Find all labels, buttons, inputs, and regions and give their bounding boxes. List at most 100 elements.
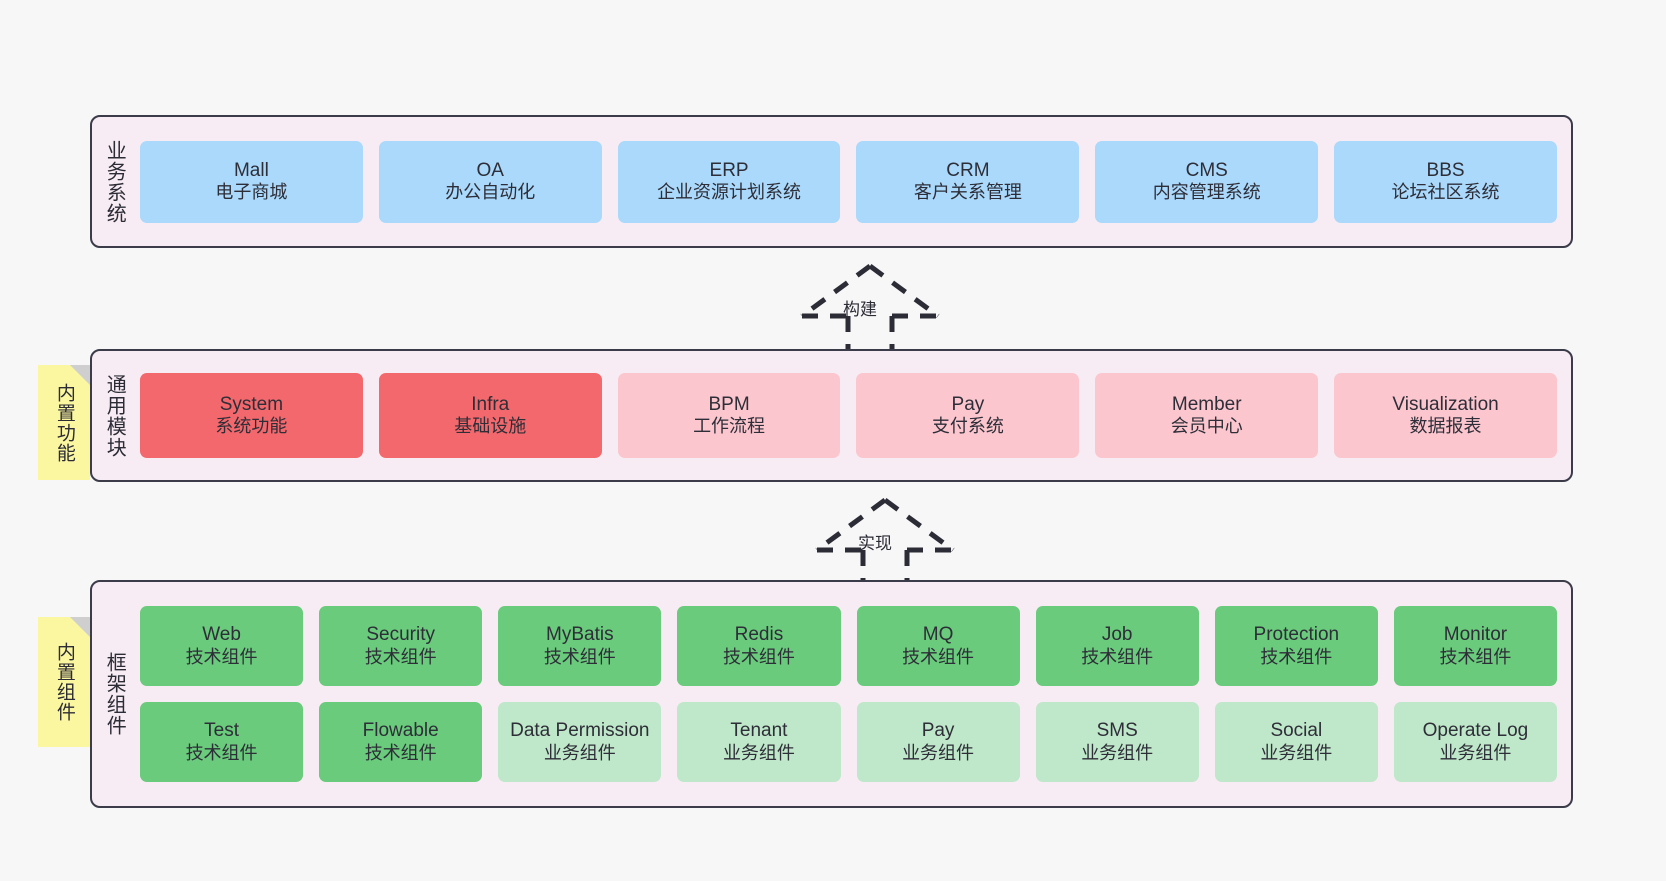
card-title: System — [219, 393, 284, 415]
card-title: Monitor — [1443, 624, 1508, 646]
card-subtitle: 业务组件 — [543, 742, 616, 763]
card-subtitle: 内容管理系统 — [1152, 182, 1261, 203]
card-system[interactable]: System 系统功能 — [140, 373, 363, 458]
card-mq[interactable]: MQ 技术组件 — [856, 606, 1020, 686]
layer-common-module: 通用模块 System 系统功能 Infra 基础设施 BPM 工作流程 Pay… — [90, 349, 1573, 482]
card-subtitle: 业务组件 — [1260, 742, 1333, 763]
card-subtitle: 技术组件 — [543, 646, 616, 667]
card-title: BPM — [708, 393, 750, 415]
card-subtitle: 技术组件 — [902, 646, 975, 667]
card-subtitle: 技术组件 — [364, 742, 437, 763]
card-title: Redis — [734, 624, 784, 646]
card-job[interactable]: Job 技术组件 — [1035, 606, 1199, 686]
card-test[interactable]: Test 技术组件 — [140, 702, 304, 782]
layer-title-framework-component: 框架组件 — [103, 652, 126, 736]
card-subtitle: 办公自动化 — [445, 182, 536, 203]
framework-row-business: Test 技术组件 Flowable 技术组件 Data Permission … — [140, 702, 1557, 782]
card-title: Web — [202, 624, 241, 646]
card-member[interactable]: Member 会员中心 — [1095, 373, 1319, 458]
card-title: MyBatis — [546, 624, 614, 646]
card-subtitle: 企业资源计划系统 — [657, 182, 802, 203]
card-subtitle: 业务组件 — [1439, 742, 1512, 763]
card-title: Data Permission — [510, 720, 650, 742]
card-tenant[interactable]: Tenant 业务组件 — [677, 702, 841, 782]
connector-implement-label: 实现 — [858, 534, 892, 553]
card-bbs[interactable]: BBS 论坛社区系统 — [1334, 140, 1557, 223]
card-data-permission[interactable]: Data Permission 业务组件 — [498, 702, 662, 782]
card-title: Flowable — [362, 720, 439, 742]
card-title: Tenant — [730, 720, 788, 742]
card-subtitle: 技术组件 — [185, 742, 258, 763]
layer-framework-component: 框架组件 Web 技术组件 Security 技术组件 MyBatis 技术组件… — [90, 580, 1573, 808]
card-title: Member — [1171, 393, 1242, 415]
card-subtitle: 客户关系管理 — [913, 182, 1022, 203]
card-mall[interactable]: Mall 电子商城 — [140, 140, 363, 223]
connector-build-label: 构建 — [843, 300, 877, 319]
card-subtitle: 系统功能 — [215, 416, 288, 437]
card-protection[interactable]: Protection 技术组件 — [1214, 606, 1378, 686]
card-oa[interactable]: OA 办公自动化 — [378, 140, 602, 223]
card-subtitle: 会员中心 — [1170, 416, 1243, 437]
card-title: Visualization — [1392, 393, 1499, 415]
card-subtitle: 支付系统 — [931, 416, 1004, 437]
card-infra[interactable]: Infra 基础设施 — [378, 373, 602, 458]
card-title: Pay — [921, 720, 955, 742]
layer-body-business-system: Mall 电子商城 OA 办公自动化 ERP 企业资源计划系统 CRM 客户关系… — [136, 117, 1571, 246]
card-mybatis[interactable]: MyBatis 技术组件 — [498, 606, 662, 686]
card-pay-component[interactable]: Pay 业务组件 — [856, 702, 1020, 782]
card-operate-log[interactable]: Operate Log 业务组件 — [1393, 702, 1557, 782]
card-subtitle: 论坛社区系统 — [1391, 182, 1500, 203]
layer-body-framework-component: Web 技术组件 Security 技术组件 MyBatis 技术组件 Redi… — [136, 582, 1571, 806]
card-subtitle: 基础设施 — [454, 416, 527, 437]
card-visualization[interactable]: Visualization 数据报表 — [1334, 373, 1557, 458]
card-subtitle: 业务组件 — [1081, 742, 1154, 763]
card-redis[interactable]: Redis 技术组件 — [677, 606, 841, 686]
card-crm[interactable]: CRM 客户关系管理 — [856, 140, 1080, 223]
card-pay-module[interactable]: Pay 支付系统 — [856, 373, 1080, 458]
card-subtitle: 技术组件 — [1081, 646, 1154, 667]
card-title: Operate Log — [1422, 720, 1529, 742]
layer-title-business-system: 业务系统 — [103, 139, 126, 224]
card-cms[interactable]: CMS 内容管理系统 — [1095, 140, 1319, 223]
framework-row-tech: Web 技术组件 Security 技术组件 MyBatis 技术组件 Redi… — [140, 606, 1557, 686]
card-title: OA — [476, 159, 504, 181]
card-title: MQ — [922, 624, 954, 646]
card-subtitle: 业务组件 — [722, 742, 795, 763]
card-monitor[interactable]: Monitor 技术组件 — [1393, 606, 1557, 686]
card-sms[interactable]: SMS 业务组件 — [1035, 702, 1199, 782]
card-title: CRM — [946, 159, 990, 181]
card-title: Infra — [471, 393, 510, 415]
note-text: 内置组件 — [53, 642, 75, 722]
card-subtitle: 工作流程 — [693, 416, 766, 437]
note-builtin-component: 内置组件 — [38, 617, 90, 747]
card-web[interactable]: Web 技术组件 — [140, 606, 304, 686]
card-security[interactable]: Security 技术组件 — [319, 606, 483, 686]
card-subtitle: 技术组件 — [1439, 646, 1512, 667]
card-title: Security — [366, 624, 435, 646]
card-title: CMS — [1185, 159, 1228, 181]
card-title: Protection — [1253, 624, 1340, 646]
card-subtitle: 技术组件 — [722, 646, 795, 667]
card-flowable[interactable]: Flowable 技术组件 — [319, 702, 483, 782]
card-subtitle: 技术组件 — [1260, 646, 1333, 667]
card-title: ERP — [709, 159, 749, 181]
card-subtitle: 技术组件 — [364, 646, 437, 667]
card-title: SMS — [1096, 720, 1138, 742]
card-erp[interactable]: ERP 企业资源计划系统 — [617, 140, 841, 223]
layer-business-system: 业务系统 Mall 电子商城 OA 办公自动化 ERP 企业资源计划系统 CRM… — [90, 115, 1573, 248]
card-title: BBS — [1426, 159, 1465, 181]
card-title: Social — [1270, 720, 1323, 742]
note-builtin-function: 内置功能 — [38, 365, 90, 480]
card-title: Mall — [233, 159, 269, 181]
card-subtitle: 技术组件 — [185, 646, 258, 667]
card-subtitle: 电子商城 — [215, 182, 288, 203]
card-subtitle: 数据报表 — [1409, 416, 1482, 437]
card-title: Test — [204, 720, 239, 742]
card-bpm[interactable]: BPM 工作流程 — [617, 373, 841, 458]
card-title: Pay — [951, 393, 985, 415]
card-title: Job — [1101, 624, 1133, 646]
layer-body-common-module: System 系统功能 Infra 基础设施 BPM 工作流程 Pay 支付系统… — [136, 351, 1571, 480]
note-text: 内置功能 — [53, 382, 75, 463]
card-social[interactable]: Social 业务组件 — [1214, 702, 1378, 782]
